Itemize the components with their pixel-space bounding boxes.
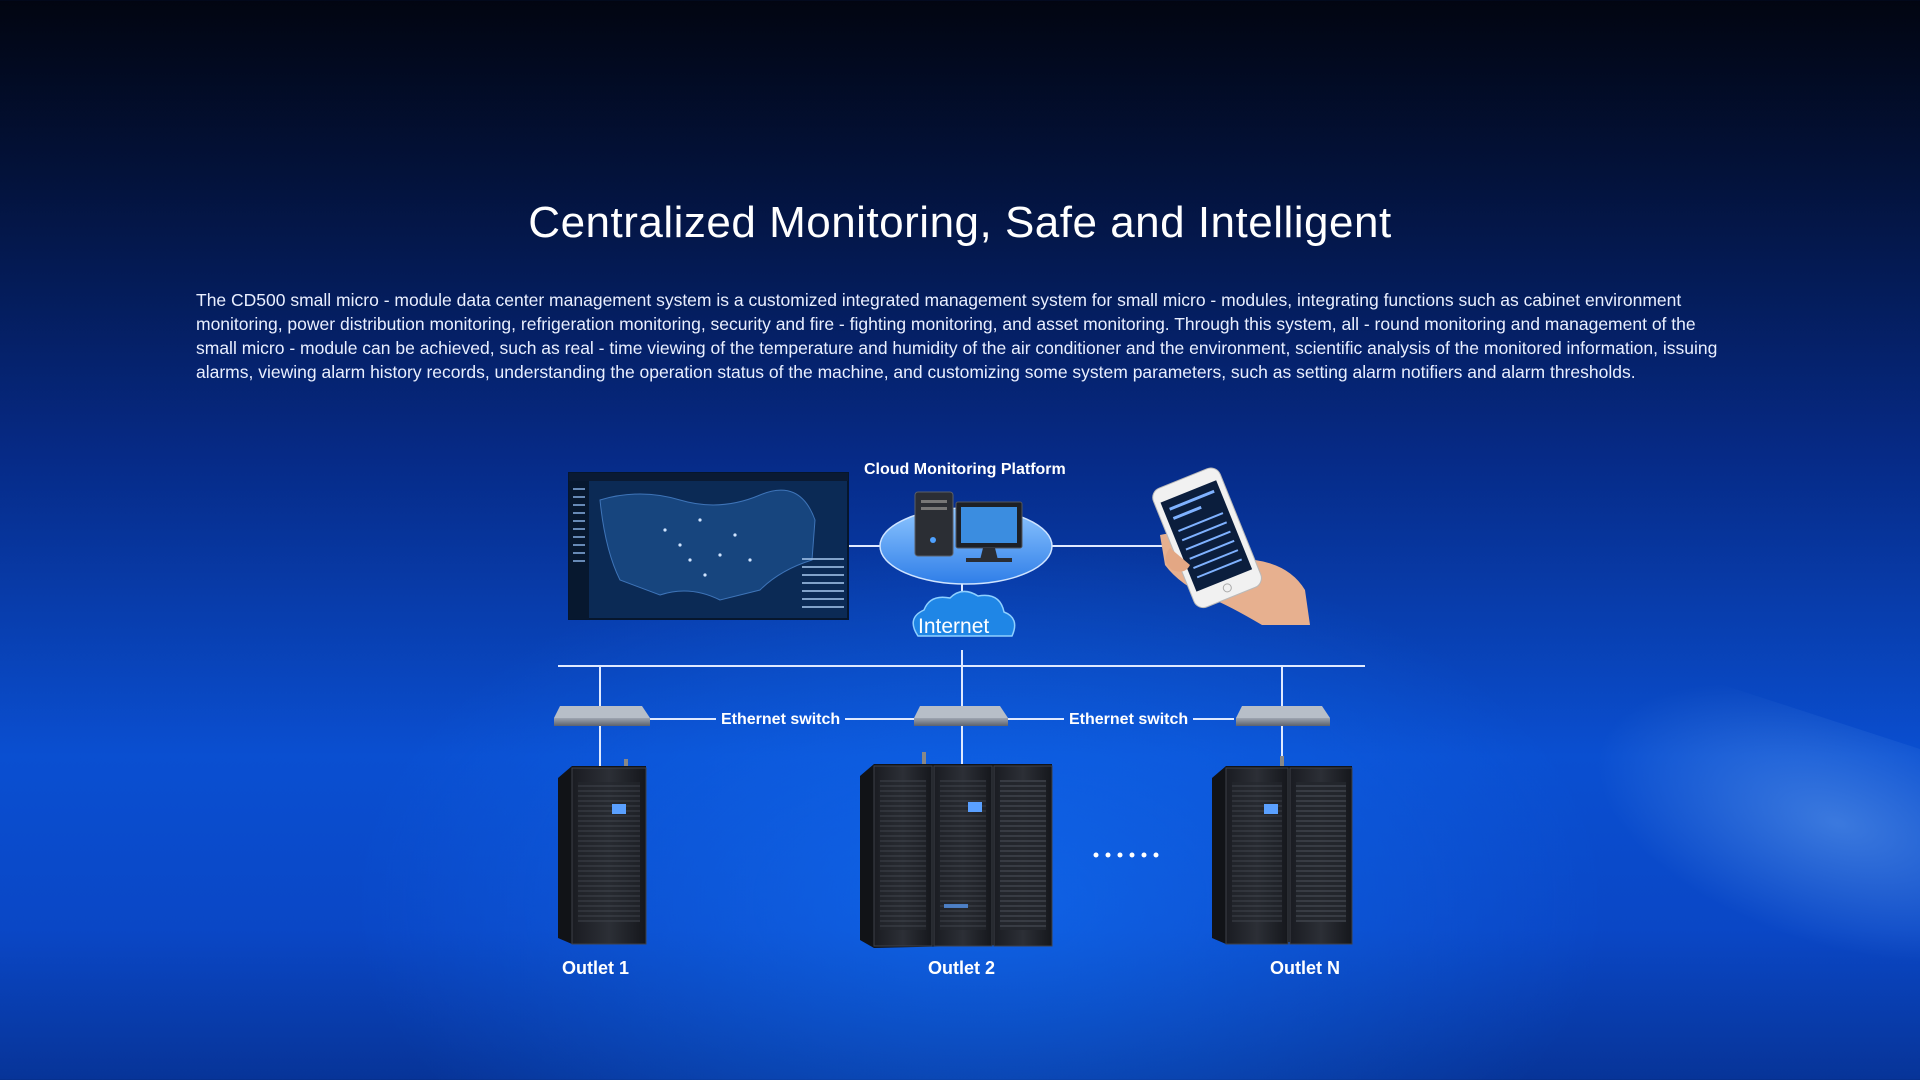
network-switch-icon	[914, 706, 1008, 726]
server-cabinet-icon	[558, 759, 647, 945]
cloud-icon	[912, 590, 1016, 637]
cloud-platform-label: Cloud Monitoring Platform	[864, 461, 1066, 478]
outlet-label: Outlet N	[1270, 958, 1340, 978]
internet-label: Internet	[918, 615, 990, 638]
server-cabinet-icon	[860, 752, 1053, 948]
outlet-label: Outlet 2	[928, 958, 996, 978]
intro-paragraph: The CD500 small micro - module data cent…	[196, 290, 1718, 382]
smartphone-icon	[1152, 467, 1310, 625]
network-switch-icon	[1236, 706, 1330, 726]
ethernet-switch-label: Ethernet switch	[721, 711, 841, 728]
network-switch-icon	[554, 706, 650, 726]
ellipsis-dots	[1093, 852, 1159, 858]
server-cabinet-icon	[1212, 756, 1353, 945]
desktop-computer-icon	[879, 491, 1053, 585]
outlet-label: Outlet 1	[562, 958, 630, 978]
map-dashboard-icon	[568, 472, 849, 620]
page-title: Centralized Monitoring, Safe and Intelli…	[528, 198, 1392, 247]
ethernet-switch-label: Ethernet switch	[1069, 711, 1189, 728]
